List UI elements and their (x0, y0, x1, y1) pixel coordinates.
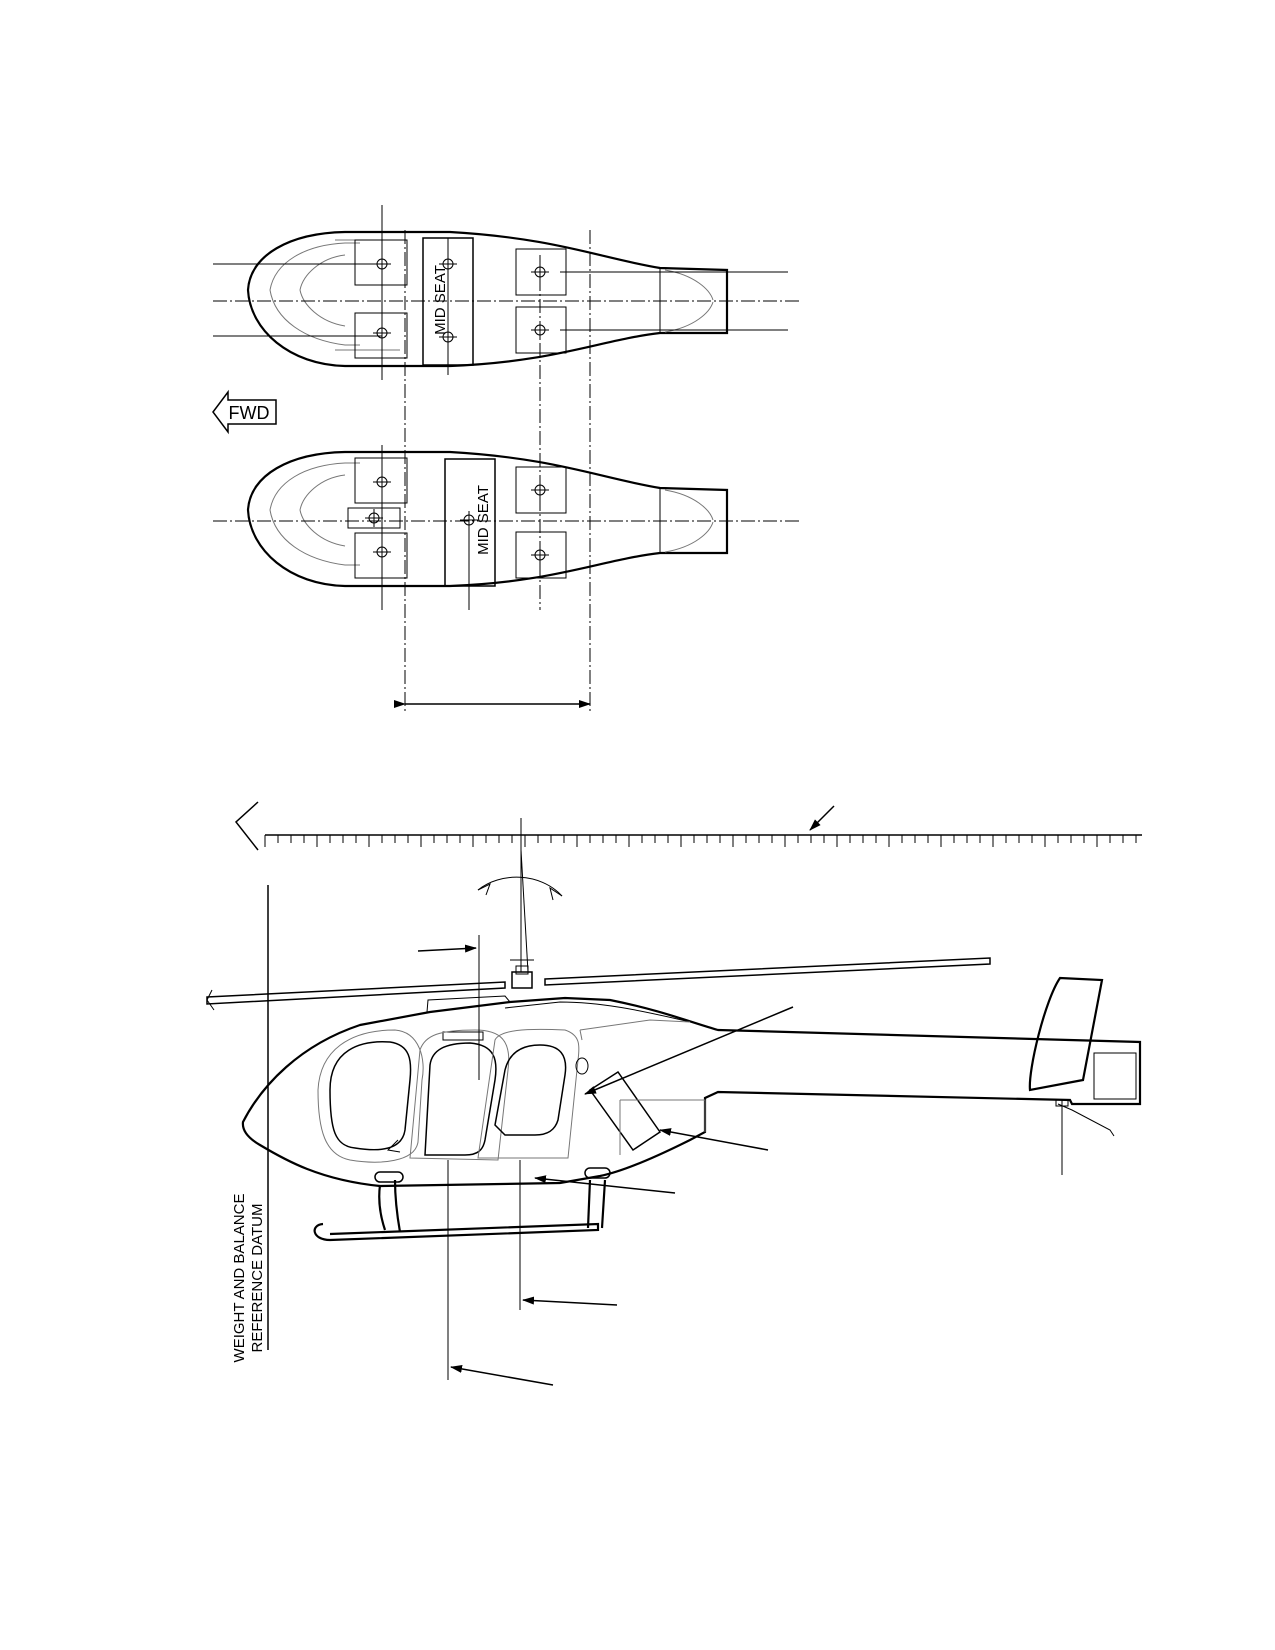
forward-direction-indicator: FWD (212, 389, 277, 435)
datum-pointer (234, 801, 259, 851)
copilot-seat-lower (354, 532, 408, 579)
pilot-seat-lower (354, 457, 408, 504)
fuselage-outline-lower (246, 450, 729, 588)
datum-label-line2: REFERENCE DATUM (249, 1204, 266, 1353)
plan-view-configuration-2: MID SEAT (213, 450, 800, 588)
plan-view-station-lines (381, 205, 591, 712)
pilot-seat-upper (354, 239, 408, 286)
main-rotor (206, 957, 991, 1011)
center-seat-lower (347, 507, 401, 529)
fwd-label: FWD (229, 403, 270, 423)
fuselage-outline-upper (246, 230, 729, 368)
mid-seat-label-upper: MID SEAT (432, 265, 449, 335)
mid-seat-box-lower (444, 458, 496, 587)
fuselage-side (241, 976, 1142, 1242)
aft-seat-lower-left (515, 466, 567, 514)
mid-seat-label-lower: MID SEAT (475, 485, 492, 555)
aft-seat-lower-right (515, 531, 567, 579)
side-view-station-callouts (417, 935, 794, 1386)
fwd-arrow-icon (212, 389, 277, 435)
side-view: WEIGHT AND BALANCE REFERENCE DATUM (206, 801, 1142, 1386)
station-scale (264, 834, 1142, 847)
datum-label-line1: WEIGHT AND BALANCE (231, 1194, 248, 1363)
plan-view-configuration-1: MID SEAT (213, 230, 800, 368)
